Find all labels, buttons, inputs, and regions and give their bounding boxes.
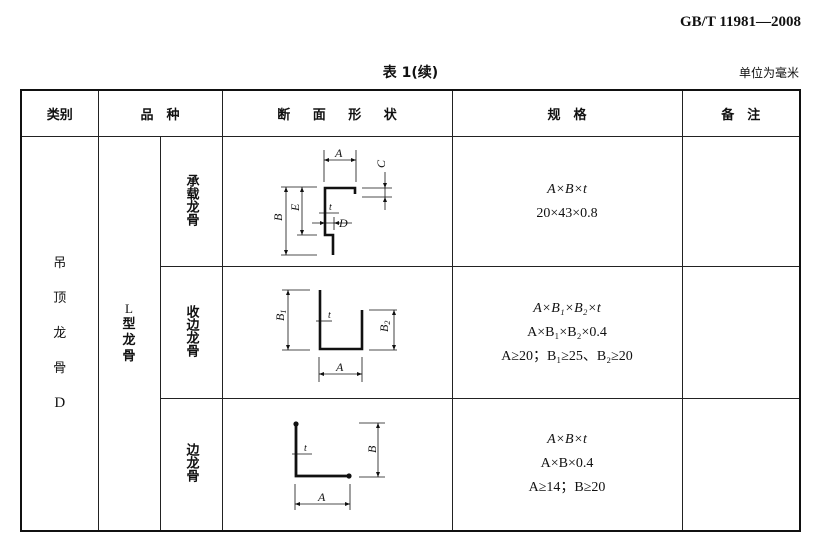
spec-line: A×B₁×B₂×t bbox=[533, 300, 601, 316]
remarks-cell bbox=[681, 136, 801, 267]
category-cell: 吊 顶 龙 骨 D bbox=[20, 136, 99, 531]
spec-line: A×B×t bbox=[547, 432, 587, 448]
sub-variety-label: 收边龙骨 bbox=[183, 304, 199, 357]
standard-code: GB/T 11981—2008 bbox=[680, 14, 801, 30]
sub-variety-label: 承载龙骨 bbox=[183, 173, 199, 226]
svg-text:C: C bbox=[374, 159, 388, 168]
variety-char: 龙 bbox=[122, 333, 136, 349]
spec-line: A≥20；B₁≥25、B₂≥20 bbox=[501, 348, 633, 364]
remarks-cell bbox=[681, 266, 801, 399]
svg-text:A: A bbox=[334, 146, 343, 160]
col-header-remarks: 备 注 bbox=[681, 89, 801, 137]
category-char: 顶 bbox=[53, 290, 67, 306]
u-section-icon: B1 B2 A t bbox=[273, 289, 398, 382]
section-diagram-cell: A B E C D t bbox=[221, 136, 453, 267]
svg-text:t: t bbox=[304, 443, 307, 454]
section-diagram-cell: B1 B2 A t bbox=[221, 266, 453, 399]
category-char: 骨 bbox=[53, 360, 67, 376]
sub-variety-cell: 边龙骨 bbox=[159, 398, 223, 531]
spec-line: A×B×0.4 bbox=[540, 456, 594, 472]
variety-group-cell: L 型 龙 骨 bbox=[97, 136, 161, 531]
category-char: D bbox=[54, 394, 66, 411]
col-header-section-shape: 断 面 形 状 bbox=[221, 89, 453, 137]
svg-text:t: t bbox=[328, 310, 331, 321]
table-title: 表 1(续) bbox=[382, 65, 439, 81]
z-section-icon: A B E C D t bbox=[271, 146, 393, 255]
sub-variety-cell: 承载龙骨 bbox=[159, 136, 223, 267]
l-section-icon: B A t bbox=[292, 421, 386, 510]
col-header-variety: 品 种 bbox=[97, 89, 223, 137]
specification-cell: A×B×t 20×43×0.8 bbox=[451, 136, 683, 267]
sub-variety-cell: 收边龙骨 bbox=[159, 266, 223, 399]
svg-text:D: D bbox=[338, 216, 348, 230]
col-header-category: 类别 bbox=[20, 89, 99, 137]
table-row: 吊 顶 龙 骨 D L 型 龙 骨 承载龙骨 bbox=[20, 136, 801, 531]
svg-text:B2: B2 bbox=[377, 321, 392, 332]
svg-text:B1: B1 bbox=[273, 310, 288, 321]
col-header-specification: 规 格 bbox=[451, 89, 683, 137]
svg-text:t: t bbox=[329, 202, 332, 213]
variety-char: 骨 bbox=[122, 349, 136, 365]
spec-table: 类别 品 种 断 面 形 状 规 格 备 注 吊 顶 龙 骨 D L 型 龙 骨… bbox=[20, 89, 802, 532]
spec-line: A×B×t bbox=[547, 181, 587, 197]
variety-char: L bbox=[125, 301, 133, 317]
specification-cell: A×B₁×B₂×t A×B₁×B₂×0.4 A≥20；B₁≥25、B₂≥20 bbox=[451, 266, 683, 399]
svg-text:A: A bbox=[317, 490, 326, 504]
sub-variety-label: 边龙骨 bbox=[183, 442, 199, 482]
table-row: 边龙骨 B A bbox=[21, 398, 801, 531]
category-char: 吊 bbox=[53, 255, 67, 271]
unit-note: 单位为毫米 bbox=[738, 66, 799, 80]
spec-line: 20×43×0.8 bbox=[536, 205, 598, 221]
category-char: 龙 bbox=[53, 325, 67, 341]
variety-char: 型 bbox=[122, 317, 136, 333]
remarks-cell bbox=[681, 398, 801, 531]
svg-text:B: B bbox=[271, 213, 285, 221]
svg-text:A: A bbox=[335, 360, 344, 374]
svg-text:B: B bbox=[365, 445, 379, 453]
spec-line: A×B₁×B₂×0.4 bbox=[527, 324, 607, 340]
header-row: 类别 品 种 断 面 形 状 规 格 备 注 bbox=[20, 89, 801, 137]
specification-cell: A×B×t A×B×0.4 A≥14；B≥20 bbox=[451, 398, 683, 531]
svg-text:E: E bbox=[288, 203, 302, 212]
section-diagram-cell: B A t bbox=[221, 398, 453, 531]
spec-line: A≥14；B≥20 bbox=[528, 480, 606, 496]
